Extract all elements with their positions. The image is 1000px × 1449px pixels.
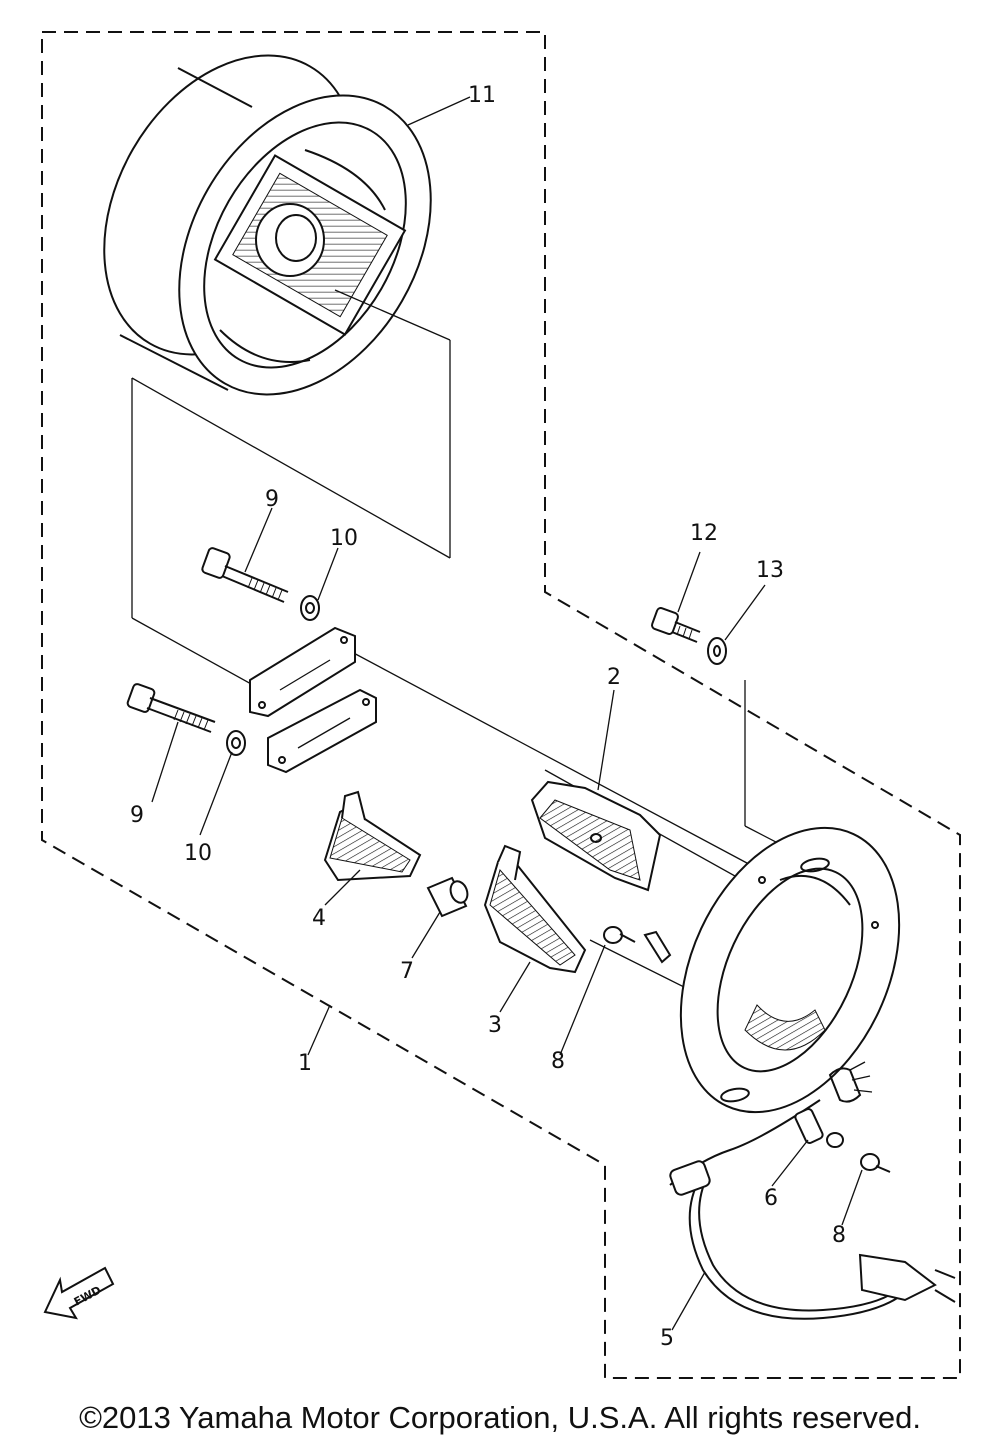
grommet: [794, 1108, 824, 1144]
wire-clamp: [643, 930, 672, 964]
washer-13: [707, 637, 727, 665]
assembly-boundary: [41, 31, 961, 1379]
callout-11: 11: [468, 83, 496, 108]
callout-3: 3: [488, 1013, 502, 1038]
mounting-bracket-upper: [249, 626, 356, 718]
voltage-regulator: [483, 844, 587, 974]
screw-lower: [826, 1132, 891, 1173]
exploded-parts-diagram: FWD 11 9 10 12 13 2 9 10 4 7 3 8 1 6 8 5: [41, 31, 961, 1379]
callout-13: 13: [756, 558, 784, 583]
callout-1: 1: [298, 1051, 312, 1076]
nut-upper: [300, 595, 320, 621]
bolt-upper: [201, 547, 289, 603]
cdi-unit: [530, 780, 662, 892]
callout-7: 7: [400, 959, 414, 984]
nut-lower: [226, 730, 246, 756]
callout-9-lower: 9: [130, 803, 144, 828]
screw-middle: [603, 926, 636, 944]
callout-6: 6: [764, 1186, 778, 1211]
callout-10-lower: 10: [184, 841, 212, 866]
bolt-12: [651, 607, 701, 643]
copyright-notice: ©2013 Yamaha Motor Corporation, U.S.A. A…: [79, 1400, 921, 1435]
bolt-lower: [126, 683, 216, 733]
mounting-bracket-lower: [267, 688, 377, 774]
callout-12: 12: [690, 521, 718, 546]
callout-8-middle: 8: [551, 1049, 565, 1074]
fwd-arrow-icon: FWD: [43, 1266, 115, 1320]
leader-lines: [151, 96, 863, 1331]
callout-8-lower: 8: [832, 1223, 846, 1248]
callout-9-upper: 9: [265, 487, 279, 512]
callout-2: 2: [607, 665, 621, 690]
stator-base-plate: [679, 826, 901, 1114]
spacer-collar: [426, 876, 469, 918]
rectifier-unit: [323, 790, 422, 882]
flywheel-rotor: [103, 54, 432, 396]
callout-4: 4: [312, 906, 326, 931]
wire-harness: [669, 1061, 956, 1320]
callout-10-upper: 10: [330, 526, 358, 551]
callout-5: 5: [660, 1326, 674, 1351]
